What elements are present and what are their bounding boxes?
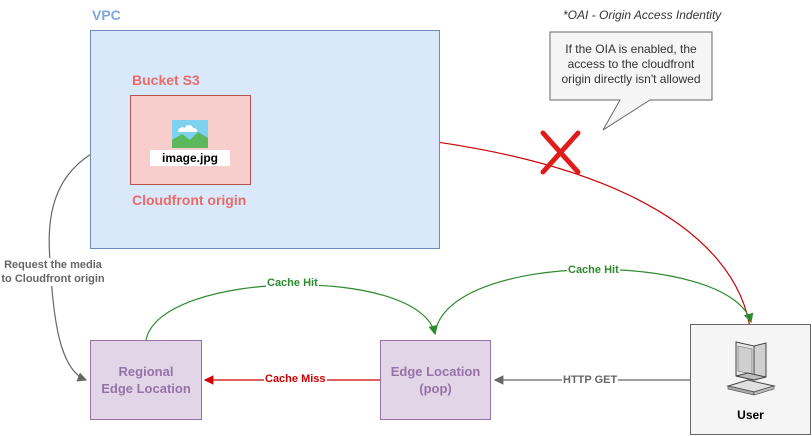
node-line: Edge Location — [101, 381, 191, 396]
cache-miss-label: Cache Miss — [264, 373, 327, 386]
user-label: User — [737, 408, 764, 422]
desktop-computer-icon — [726, 341, 776, 396]
red-x-icon — [540, 130, 581, 175]
cache-hit-label-right: Cache Hit — [567, 264, 620, 277]
callout-text: If the OIA is enabled, the access to the… — [552, 42, 710, 87]
cache-hit-left-connector — [145, 284, 438, 341]
image-file-icon — [172, 120, 208, 148]
request-line: to Cloudfront origin — [1, 273, 105, 285]
callout-bubble — [549, 31, 713, 131]
node-line: (pop) — [419, 381, 452, 396]
request-line: Request the media — [4, 259, 102, 271]
callout-line: If the OIA is enabled, the — [565, 42, 697, 56]
http-get-label: HTTP GET — [562, 374, 619, 387]
oai-footnote: *OAI - Origin Access Indentity — [563, 8, 722, 22]
cloudfront-origin-label: Cloudfront origin — [132, 192, 247, 208]
bucket-label: Bucket S3 — [132, 72, 200, 88]
vpc-container — [90, 30, 440, 249]
regional-edge-location-node: Regional Edge Location — [90, 340, 202, 420]
callout-line: access to the cloudfront — [567, 57, 695, 71]
edge-location-pop-node: Edge Location (pop) — [380, 340, 491, 420]
node-line: Edge Location — [390, 364, 481, 379]
request-media-label: Request the media to Cloudfront origin — [0, 258, 106, 286]
vpc-label: VPC — [92, 7, 121, 23]
image-caption: image.jpg — [150, 150, 230, 166]
callout-line: origin directly isn't allowed — [561, 72, 701, 86]
node-line: Regional — [118, 364, 174, 379]
cache-hit-label-left: Cache Hit — [266, 277, 319, 290]
